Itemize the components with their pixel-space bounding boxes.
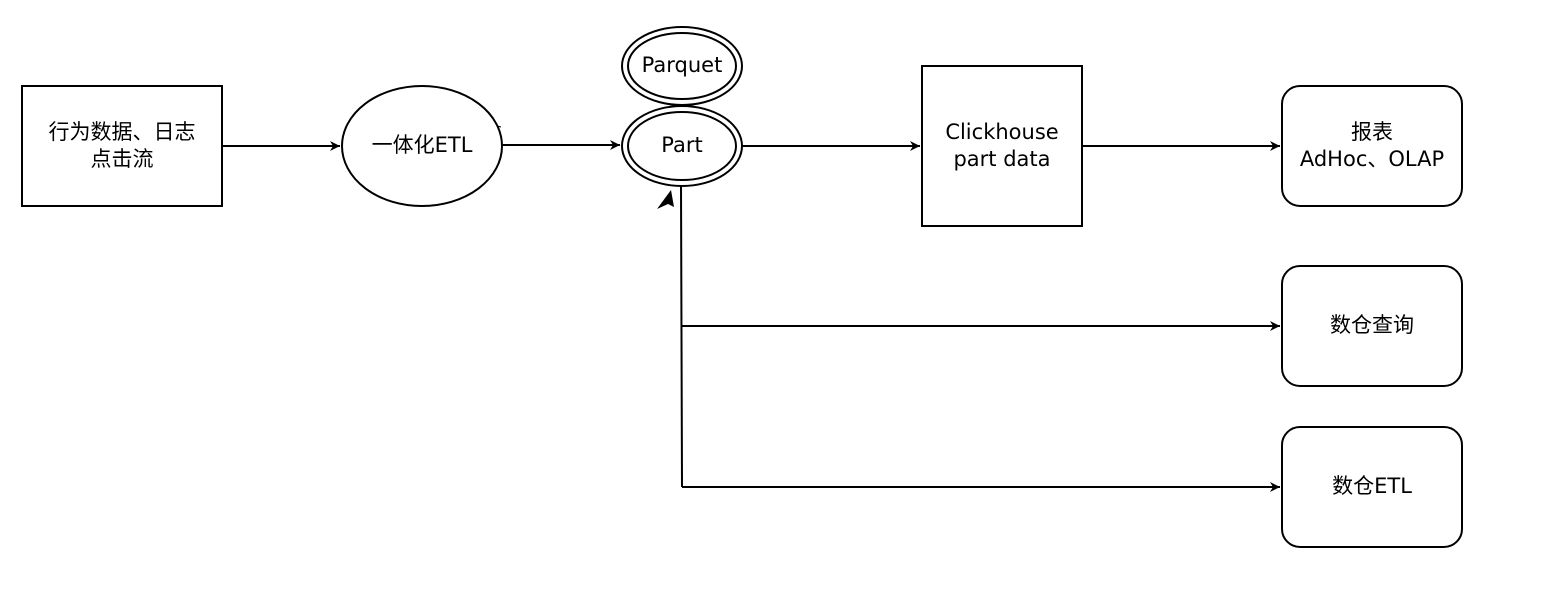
report-node-label: 报表 AdHoc、OLAP [1282, 86, 1462, 206]
part-node-label: Part [622, 106, 742, 186]
dw-etl-node-text: 数仓ETL [1332, 474, 1412, 499]
clickhouse-node-line1: Clickhouse [945, 119, 1059, 144]
report-node-box [1281, 85, 1463, 207]
dw-etl-node-label: 数仓ETL [1282, 427, 1462, 547]
source-node-line1: 行为数据、日志 [48, 119, 196, 144]
etl-node-text: 一体化ETL [371, 133, 473, 158]
parquet-node-inner [627, 32, 737, 100]
parquet-node-label: Parquet [622, 27, 742, 105]
parquet-node-text: Parquet [641, 53, 723, 78]
dw-query-node-box [1281, 265, 1463, 387]
etl-node-label: 一体化ETL [342, 86, 502, 206]
source-node-line2: 点击流 [90, 147, 154, 171]
clickhouse-node-label: Clickhouse part data [922, 66, 1082, 226]
dw-query-node-text: 数仓查询 [1330, 313, 1414, 338]
edge-part-arrowhead [657, 190, 674, 209]
clickhouse-node-box [921, 65, 1083, 227]
source-node-box [21, 85, 223, 207]
dw-etl-node-box [1281, 426, 1463, 548]
part-node-inner [627, 111, 737, 181]
source-node-label: 行为数据、日志 点击流 [22, 86, 222, 206]
edge-tick-mark [496, 125, 502, 128]
edge-trunk-to-part [680, 185, 683, 488]
report-node-line1: 报表 [1350, 119, 1393, 144]
dw-query-node-label: 数仓查询 [1282, 266, 1462, 386]
report-node-line2: AdHoc、OLAP [1299, 147, 1445, 171]
clickhouse-node-line2: part data [953, 147, 1051, 171]
part-node-text: Part [661, 133, 703, 158]
